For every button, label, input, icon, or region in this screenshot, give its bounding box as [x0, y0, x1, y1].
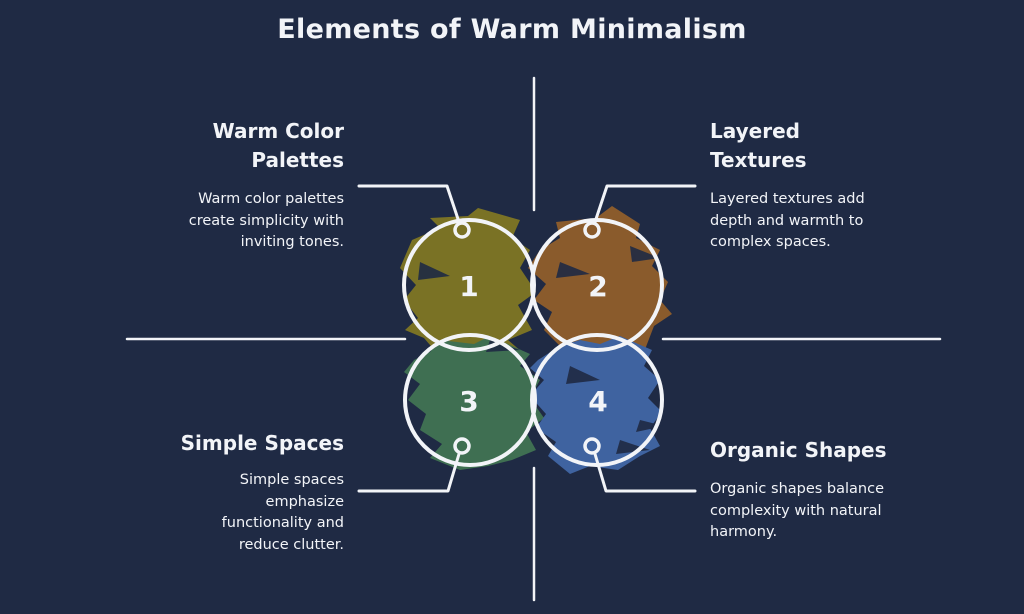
- desc-line-2: emphasize: [265, 493, 344, 510]
- desc-line-3: harmony.: [710, 524, 778, 540]
- connector-4: [593, 452, 697, 493]
- description: Simple spaces emphasize functionality an…: [181, 470, 344, 556]
- number-1: 1: [459, 270, 478, 303]
- connector-2: [593, 184, 697, 224]
- number-3: 3: [459, 385, 478, 418]
- connector-3: [357, 452, 461, 493]
- element-warm-color-palettes: Warm Color Palettes Warm color palettes …: [189, 117, 344, 254]
- circle-fill-2: [528, 206, 672, 352]
- desc-line-3: inviting tones.: [240, 234, 344, 250]
- circle-3-outline: [403, 333, 537, 467]
- node-1: [453, 221, 471, 239]
- connector-1: [357, 184, 461, 224]
- element-simple-spaces: Simple Spaces Simple spaces emphasize fu…: [181, 429, 344, 556]
- node-2: [583, 221, 601, 239]
- desc-line-1: Simple spaces: [239, 472, 344, 488]
- heading-line-2: Textures: [710, 148, 807, 172]
- heading: Layered Textures: [710, 117, 865, 175]
- circle-fill-3: [404, 336, 544, 470]
- circle-fill-4: [530, 336, 662, 474]
- element-organic-shapes: Organic Shapes Organic shapes balance co…: [710, 436, 887, 544]
- heading: Simple Spaces: [180, 431, 344, 455]
- desc-line-1: Warm color palettes: [198, 191, 344, 207]
- desc-line-1: Layered textures add: [710, 191, 865, 207]
- desc-line-2: create simplicity with: [188, 212, 344, 229]
- description: Warm color palettes create simplicity wi…: [189, 189, 344, 254]
- desc-line-2: complexity with natural: [710, 502, 882, 519]
- number-2: 2: [588, 270, 607, 303]
- heading: Warm Color Palettes: [189, 117, 344, 175]
- connector-nodes: [453, 221, 601, 455]
- circle-fill-1: [400, 208, 536, 358]
- texture-notches: [418, 246, 664, 454]
- desc-line-3: functionality and: [221, 515, 344, 531]
- desc-line-2: depth and warmth to: [710, 212, 864, 229]
- heading-line-2: Palettes: [251, 148, 344, 172]
- crosshair-lines: [125, 76, 942, 602]
- desc-line-3: complex spaces.: [710, 234, 831, 250]
- desc-line-1: Organic shapes balance: [710, 481, 885, 497]
- connectors: [357, 184, 697, 493]
- description: Organic shapes balance complexity with n…: [710, 479, 887, 544]
- number-4: 4: [588, 385, 607, 418]
- description: Layered textures add depth and warmth to…: [710, 189, 865, 254]
- heading-line-1: Warm Color: [212, 119, 344, 143]
- desc-line-4: reduce clutter.: [238, 536, 344, 553]
- heading-line-1: Layered: [710, 119, 800, 143]
- element-layered-textures: Layered Textures Layered textures add de…: [710, 117, 865, 254]
- heading: Organic Shapes: [710, 438, 887, 462]
- node-4: [583, 437, 601, 455]
- node-3: [453, 437, 471, 455]
- diagram-title: Elements of Warm Minimalism: [277, 14, 747, 45]
